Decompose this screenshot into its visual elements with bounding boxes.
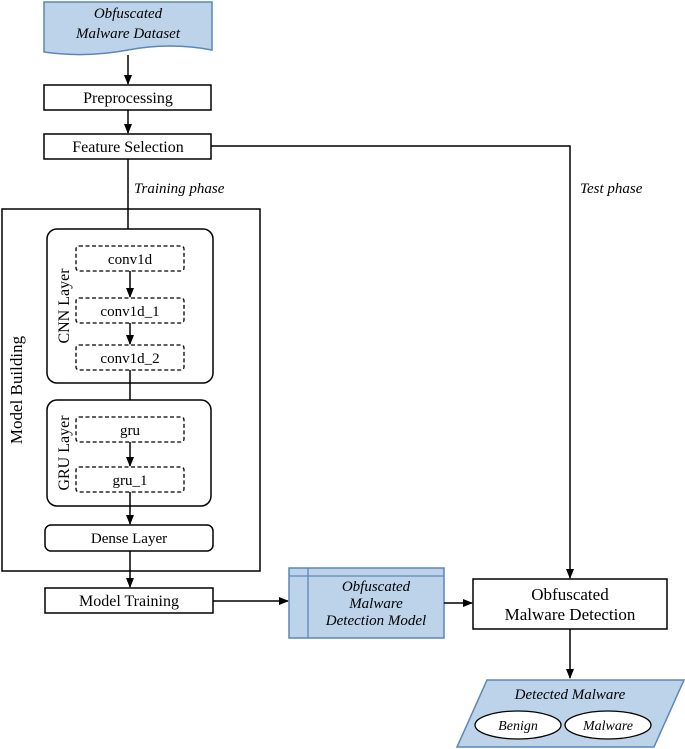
malware-class-label: Malware	[582, 719, 633, 734]
training-phase-label: Training phase	[134, 181, 225, 197]
gru-layer-title: GRU Layer	[56, 415, 73, 491]
dense-layer-node: Dense Layer	[44, 524, 214, 552]
model-building-container: Model Building	[1, 208, 261, 572]
benign-class-ellipse	[474, 710, 562, 740]
preprocessing-node: Preprocessing	[43, 84, 212, 111]
dataset-node: Obfuscated Malware Dataset	[43, 1, 213, 56]
gru-1-label: gru_1	[113, 473, 148, 489]
detection-model-line3: Detection Model	[325, 613, 426, 629]
malware-detection-node: Obfuscated Malware Detection	[472, 578, 668, 630]
dataset-label-line1: Obfuscated	[94, 6, 163, 22]
model-building-label: Model Building	[7, 335, 26, 444]
dense-layer-label: Dense Layer	[91, 531, 167, 547]
conv1d-1-box	[75, 297, 185, 324]
test-phase-label: Test phase	[580, 181, 643, 197]
model-training-node: Model Training	[44, 587, 214, 614]
test-phase-path	[211, 145, 574, 579]
feature-selection-node: Feature Selection	[43, 133, 212, 160]
cnn-layer-group: CNN Layer conv1d conv1d_1 conv1d_2	[46, 228, 214, 384]
gru-box	[75, 416, 185, 443]
feature-selection-label: Feature Selection	[72, 139, 184, 156]
malware-class-ellipse	[564, 710, 652, 740]
detection-model-line2: Malware	[348, 596, 403, 612]
conv1d-label: conv1d	[108, 252, 153, 268]
detection-model-node: Obfuscated Malware Detection Model	[288, 567, 445, 639]
benign-class-label: Benign	[498, 719, 538, 734]
preprocessing-label: Preprocessing	[83, 90, 173, 107]
conv1d-box	[75, 245, 185, 272]
detected-malware-node: Detected Malware Benign Malware	[455, 679, 685, 748]
detection-model-line1: Obfuscated	[342, 579, 411, 595]
model-training-label: Model Training	[79, 593, 179, 610]
detected-malware-title: Detected Malware	[514, 687, 626, 703]
cnn-layer-title: CNN Layer	[56, 268, 73, 344]
dataset-label-line2: Malware Dataset	[75, 26, 181, 42]
gru-1-box	[75, 466, 185, 493]
conv1d-1-label: conv1d_1	[100, 304, 159, 320]
gru-layer-group: GRU Layer gru gru_1	[46, 399, 212, 507]
malware-detection-line1: Obfuscated	[531, 585, 609, 604]
conv1d-2-label: conv1d_2	[100, 351, 159, 367]
malware-detection-line2: Malware Detection	[505, 605, 636, 624]
conv1d-2-box	[75, 344, 185, 371]
gru-label: gru	[120, 423, 140, 439]
